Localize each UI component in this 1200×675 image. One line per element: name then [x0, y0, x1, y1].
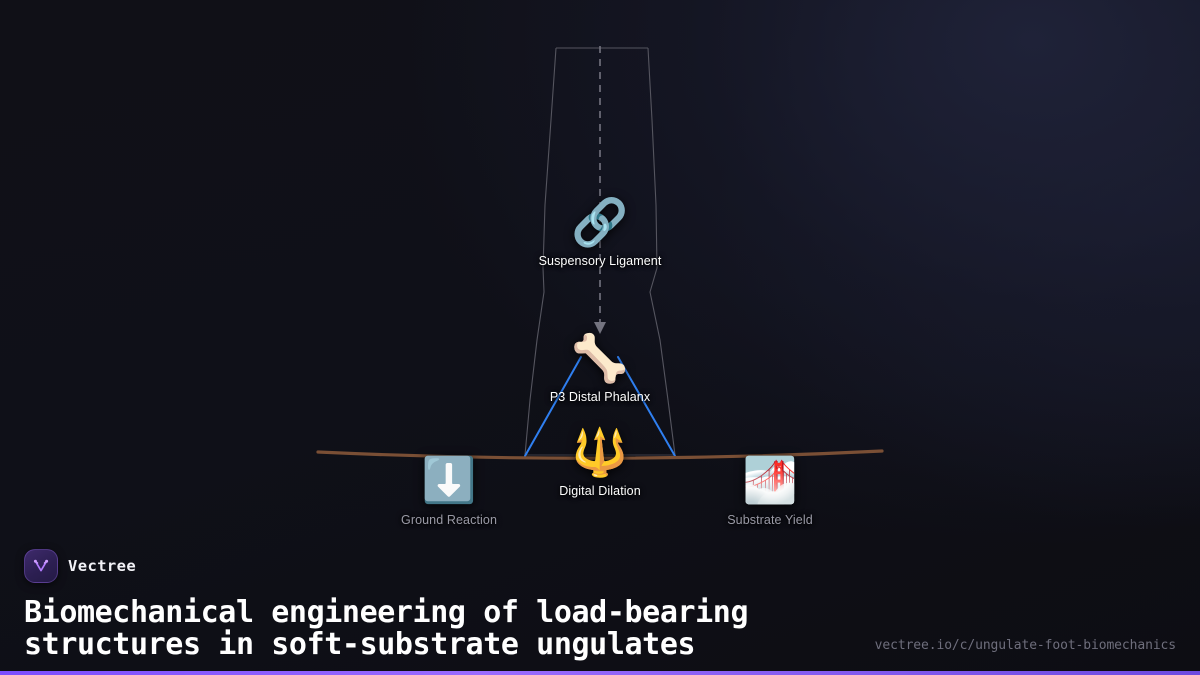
diagram-node-digital-dilation[interactable]: 🔱 Digital Dilation — [559, 426, 641, 498]
vectree-glyph — [33, 559, 49, 572]
brand-lockup[interactable]: Vectree — [24, 549, 1176, 583]
trident-icon: 🔱 — [571, 426, 629, 478]
diagram-node-label: Ground Reaction — [400, 513, 498, 527]
down-arrow-button-icon: ⬇️ — [421, 456, 477, 505]
fog-cloud-icon: 🌁 — [742, 456, 798, 505]
bone-icon: 🦴 — [571, 332, 629, 384]
footer: Vectree Biomechanical engineering of loa… — [0, 549, 1200, 675]
diagram-node-label: Suspensory Ligament — [538, 254, 662, 268]
vectree-v-logo-icon — [24, 549, 58, 583]
splay-vector-left — [524, 356, 582, 457]
limb-outline-right — [647, 47, 676, 456]
diagram-node-substrate-yield[interactable]: 🌁 Substrate Yield — [727, 455, 813, 528]
accent-bar — [0, 671, 1200, 675]
diagram-node-label: P3 Distal Phalanx — [549, 390, 651, 404]
ground-substrate-line — [316, 449, 884, 460]
limb-outline-left — [524, 47, 557, 456]
diagram-node-p3-distal-phalanx[interactable]: 🦴 P3 Distal Phalanx — [550, 332, 650, 404]
chain-link-icon: 🔗 — [571, 196, 629, 248]
diagram-node-ground-reaction[interactable]: ⬇️ Ground Reaction — [400, 455, 498, 528]
diagram-node-label: Digital Dilation — [559, 484, 641, 498]
diagram-node-label: Substrate Yield — [727, 513, 813, 527]
source-url: vectree.io/c/ungulate-foot-biomechanics — [874, 638, 1176, 653]
page-title: Biomechanical engineering of load-bearin… — [24, 595, 749, 662]
brand-name: Vectree — [68, 557, 137, 575]
splay-vector-right — [617, 356, 676, 457]
load-axis-arrowhead-icon — [594, 322, 606, 334]
diagram-node-suspensory-ligament[interactable]: 🔗 Suspensory Ligament — [539, 196, 662, 268]
